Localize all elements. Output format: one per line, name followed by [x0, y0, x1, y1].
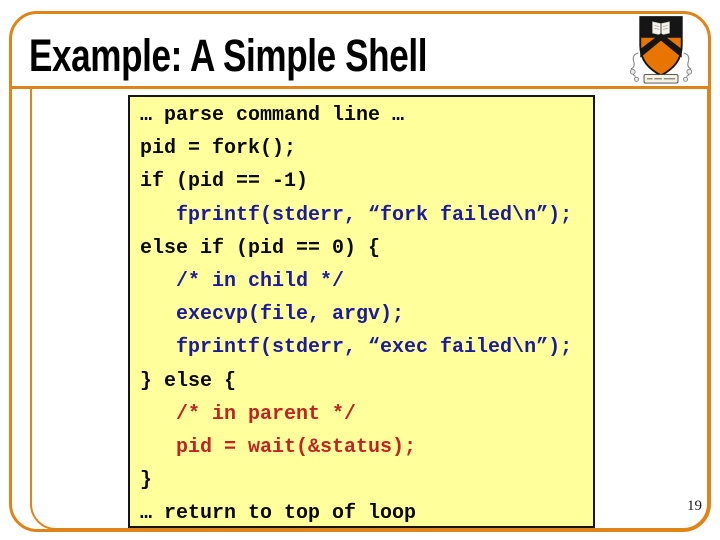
code-lines: … parse command line … pid = fork(); if (p…: [140, 99, 593, 526]
content-frame: [30, 87, 709, 530]
code-line: }: [140, 469, 153, 493]
code-line: /* in parent */: [140, 402, 357, 426]
slide-title: Example: A Simple Shell: [29, 30, 428, 81]
code-line: } else {: [140, 369, 237, 393]
princeton-shield-icon: [629, 16, 693, 84]
code-line: pid = wait(&status);: [140, 435, 417, 459]
code-line: … return to top of loop: [140, 502, 417, 526]
slide-border: [9, 11, 711, 532]
code-line: else if (pid == 0) {: [140, 236, 381, 260]
page-number: 19: [687, 498, 702, 514]
code-line: if (pid == -1): [140, 170, 309, 194]
code-line: execvp(file, argv);: [140, 303, 405, 327]
code-line: fprintf(stderr, “exec failed\n”);: [140, 336, 573, 360]
code-line: … parse command line …: [140, 104, 405, 128]
code-box: … parse command line … pid = fork(); if (p…: [128, 95, 595, 528]
code-line: /* in child */: [140, 270, 345, 294]
code-line: fprintf(stderr, “fork failed\n”);: [140, 203, 573, 227]
code-line: pid = fork();: [140, 137, 297, 161]
